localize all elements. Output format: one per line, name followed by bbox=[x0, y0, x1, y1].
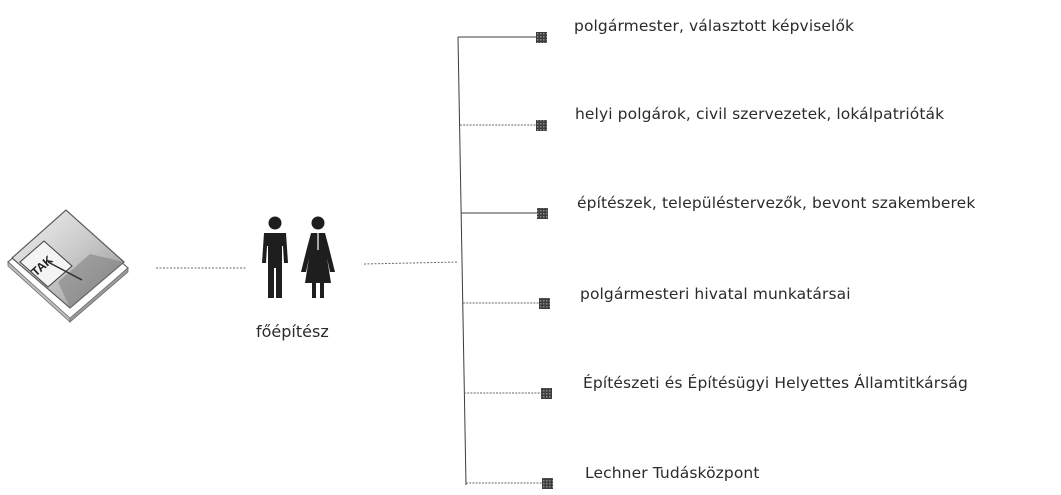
bullet-marker bbox=[536, 120, 547, 131]
stakeholder-label: építészek, településtervezők, bevont sza… bbox=[577, 194, 976, 212]
bullet-marker bbox=[539, 298, 550, 309]
stakeholder-label: polgármesteri hivatal munkatársai bbox=[580, 285, 851, 303]
connector-line bbox=[363, 261, 459, 265]
bullet-marker bbox=[536, 32, 547, 43]
stakeholder-label: Lechner Tudásközpont bbox=[585, 464, 760, 482]
stakeholder-label: polgármester, választott képviselők bbox=[574, 17, 855, 35]
people-icon bbox=[262, 216, 335, 298]
stakeholder-label: Építészeti és Építésügyi Helyettes Állam… bbox=[583, 374, 968, 392]
bullet-marker bbox=[537, 208, 548, 219]
bullet-marker bbox=[541, 388, 552, 399]
bullet-marker bbox=[542, 478, 553, 489]
branches bbox=[458, 32, 553, 489]
book-icon: TAK bbox=[7, 209, 129, 323]
stakeholder-label: helyi polgárok, civil szervezetek, lokál… bbox=[575, 105, 945, 123]
trunk-line bbox=[457, 36, 467, 486]
role-label: főépítész bbox=[256, 322, 329, 341]
